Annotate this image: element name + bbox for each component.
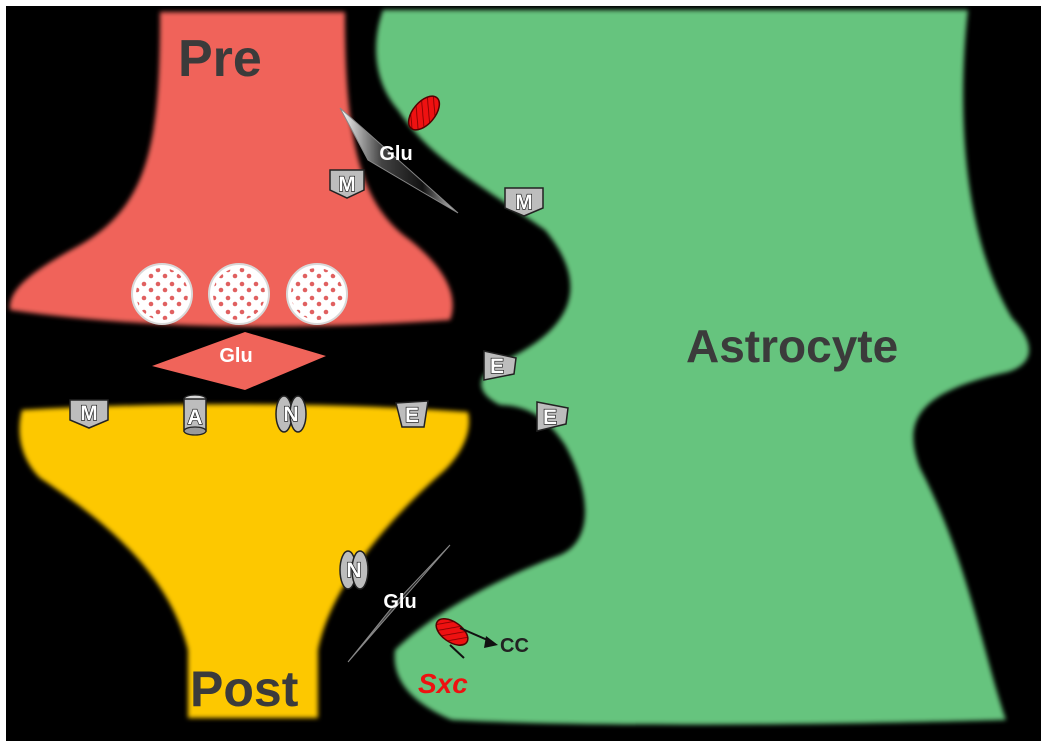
svg-text:N: N [346, 559, 361, 582]
svg-text:E: E [490, 355, 504, 378]
svg-text:A: A [187, 406, 202, 429]
svg-text:M: M [338, 173, 356, 196]
astrocyte-label: Astrocyte [686, 320, 898, 372]
synaptic-vesicles [132, 264, 347, 324]
svg-text:M: M [80, 402, 98, 425]
glu-lower-label: Glu [383, 591, 416, 613]
vesicle-3-dots [291, 268, 343, 320]
svg-text:E: E [543, 406, 557, 429]
svg-text:N: N [283, 403, 298, 426]
vesicle-2-dots [213, 268, 265, 320]
svg-text:M: M [515, 191, 533, 214]
eaat-transporter-post: E [396, 401, 428, 427]
glu-upper-label: Glu [379, 143, 412, 165]
nmda-receptor-post-lower: N [340, 551, 368, 589]
glu-synaptic-label: Glu [219, 345, 252, 367]
post-label: Post [190, 661, 299, 717]
vesicle-1-dots [136, 268, 188, 320]
cc-label: CC [500, 635, 529, 657]
svg-text:E: E [405, 404, 419, 427]
pre-label: Pre [178, 30, 262, 88]
sxc-label: Sxc [418, 668, 468, 699]
ampa-receptor: A [184, 395, 206, 435]
